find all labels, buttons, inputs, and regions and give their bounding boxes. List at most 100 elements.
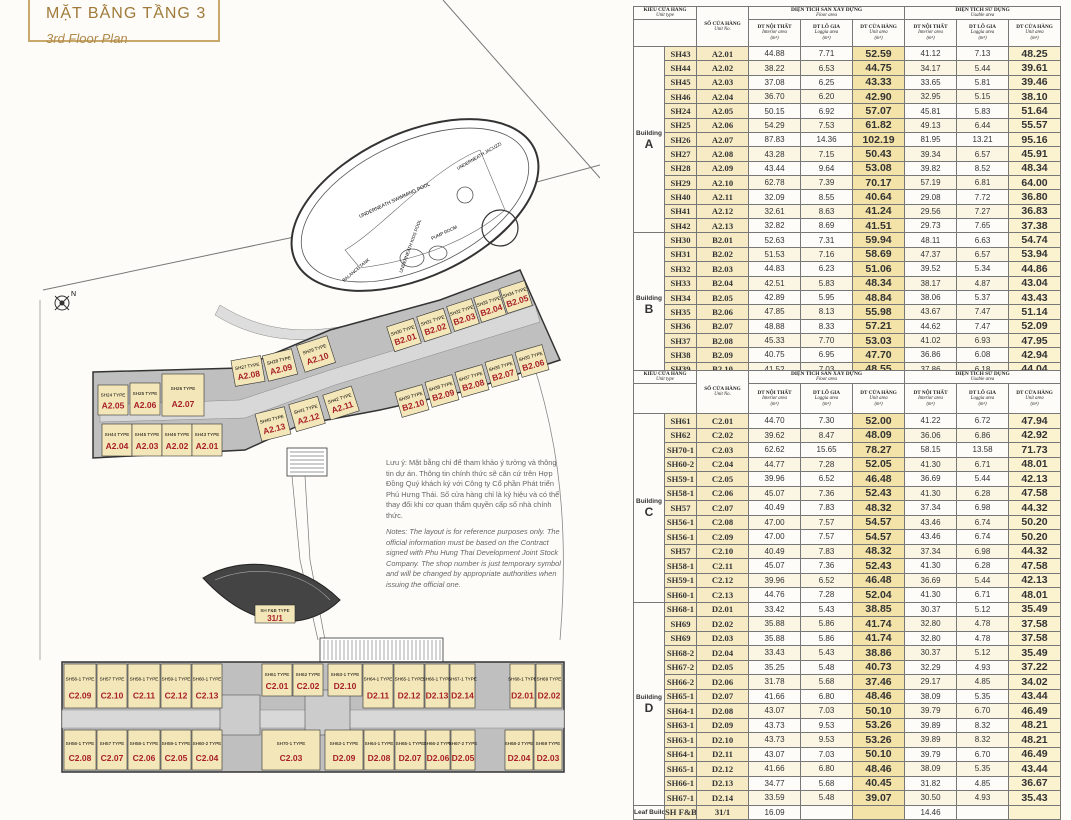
usable-unit-area-cell: 37.38 [1008, 218, 1062, 234]
unit-type-cell: SH25 [663, 117, 698, 134]
floor-unit-area-cell: 37.46 [852, 674, 906, 690]
shop-unit-type: SH36 TYPE [488, 361, 513, 373]
unit-type-cell: SH64-1 [663, 703, 698, 719]
unit-no-cell: A2.12 [696, 203, 750, 220]
unit-no-cell: A2.08 [696, 146, 750, 162]
shop-unit-number: C2.07 [101, 753, 124, 763]
usable-unit-area-cell [1008, 804, 1062, 820]
shop-unit-area [131, 423, 163, 457]
unit-type-cell: SH27 [663, 146, 698, 162]
table-header-unit: (m²) [1030, 401, 1039, 407]
unit-no-cell: B2.08 [696, 332, 750, 349]
shop-unit-type: SH66-1 TYPE [423, 677, 452, 682]
floor-unit-area-cell: 40.45 [852, 775, 906, 791]
shop-unit-area [96, 729, 128, 771]
shop-unit-area [129, 382, 161, 416]
floor-unit-area-cell: 52.59 [852, 45, 906, 62]
table-header-label: DT NỘI THẤT [913, 389, 948, 396]
floor-unit-area-cell: 53.03 [852, 332, 906, 349]
interior-area-cell: 43.07 [748, 746, 802, 762]
loggia-area-cell: 7.57 [800, 514, 854, 530]
loggia-area-cell: 7.28 [800, 587, 854, 603]
interior-area-cell: 48.88 [748, 318, 802, 334]
unit-no-cell: A2.03 [696, 74, 750, 91]
shop-unit-area [254, 406, 292, 442]
usable-interior-cell: 36.86 [904, 347, 958, 363]
usable-interior-cell: 39.89 [904, 732, 958, 748]
loggia-area-cell: 6.52 [800, 572, 854, 588]
usable-interior-cell: 29.73 [904, 218, 958, 234]
table-header-label: SỐ CỬA HÀNG [704, 20, 741, 27]
table-header-sublabel: Interior area [918, 30, 943, 35]
usable-loggia-cell: 8.52 [956, 160, 1010, 177]
shop-unit-type: SH63-1 TYPE [331, 672, 360, 677]
table-header-label: KIỂU CỬA HÀNG [643, 7, 687, 14]
interior-area-cell: 31.78 [748, 674, 802, 690]
loggia-area-cell: 5.86 [800, 616, 854, 632]
unit-no-cell: D2.13 [696, 775, 750, 791]
table-header-sublabel: Unit area [869, 30, 888, 35]
shop-unit-number: D2.09 [333, 753, 356, 763]
usable-unit-area-cell: 37.58 [1008, 630, 1062, 646]
unit-type-cell: SH58-1 [663, 485, 698, 501]
usable-interior-cell: 33.65 [904, 74, 958, 91]
shop-unit-number: C2.05 [165, 753, 188, 763]
loggia-area-cell: 5.48 [800, 790, 854, 806]
usable-loggia-cell: 6.74 [956, 514, 1010, 530]
interior-area-cell: 32.09 [748, 189, 802, 205]
floor-unit-area-cell: 41.51 [852, 218, 906, 234]
loggia-area-cell: 8.33 [800, 318, 854, 334]
usable-interior-cell: 29.08 [904, 189, 958, 205]
table-header-label: DT CỬA HÀNG [1016, 24, 1053, 30]
usable-unit-area-cell: 38.10 [1008, 89, 1062, 105]
floor-unit-area-cell: 52.05 [852, 456, 906, 472]
interior-area-cell: 43.07 [748, 703, 802, 719]
shop-unit-number: C2.01 [266, 681, 289, 691]
interior-area-cell: 43.28 [748, 146, 802, 162]
unit-no-cell: C2.02 [696, 427, 750, 443]
shop-unit-type: SH61 TYPE [265, 672, 290, 677]
floor-unit-area-cell: 59.94 [852, 232, 906, 248]
table-header-sublabel: Unit area [869, 395, 888, 401]
usable-loggia-cell: 7.72 [956, 189, 1010, 205]
usable-loggia-cell: 6.70 [956, 746, 1010, 762]
loggia-area-cell: 7.83 [800, 500, 854, 516]
unit-type-cell: SH60-2 [663, 456, 698, 472]
usable-interior-cell: 32.95 [904, 89, 958, 105]
usable-interior-cell: 37.34 [904, 543, 958, 559]
usable-loggia-cell: 4.78 [956, 630, 1010, 646]
table-header-unit: (m²) [770, 401, 779, 407]
table-header-label: DIỆN TÍCH SÀN XÂY DỰNG [790, 371, 863, 378]
shop-unit-area [327, 663, 363, 697]
shop-unit-type: SH28 TYPE [266, 355, 291, 366]
shop-unit-type: SH59-1 TYPE [162, 741, 191, 746]
shop-unit-area [449, 663, 476, 709]
shop-unit-area [473, 289, 507, 323]
unit-no-cell: A2.01 [696, 45, 750, 62]
usable-unit-area-cell: 48.21 [1008, 732, 1062, 748]
floor-unit-area-cell: 47.70 [852, 347, 906, 363]
usable-loggia-cell: 13.21 [956, 132, 1010, 148]
usable-loggia-cell: 6.98 [956, 500, 1010, 516]
